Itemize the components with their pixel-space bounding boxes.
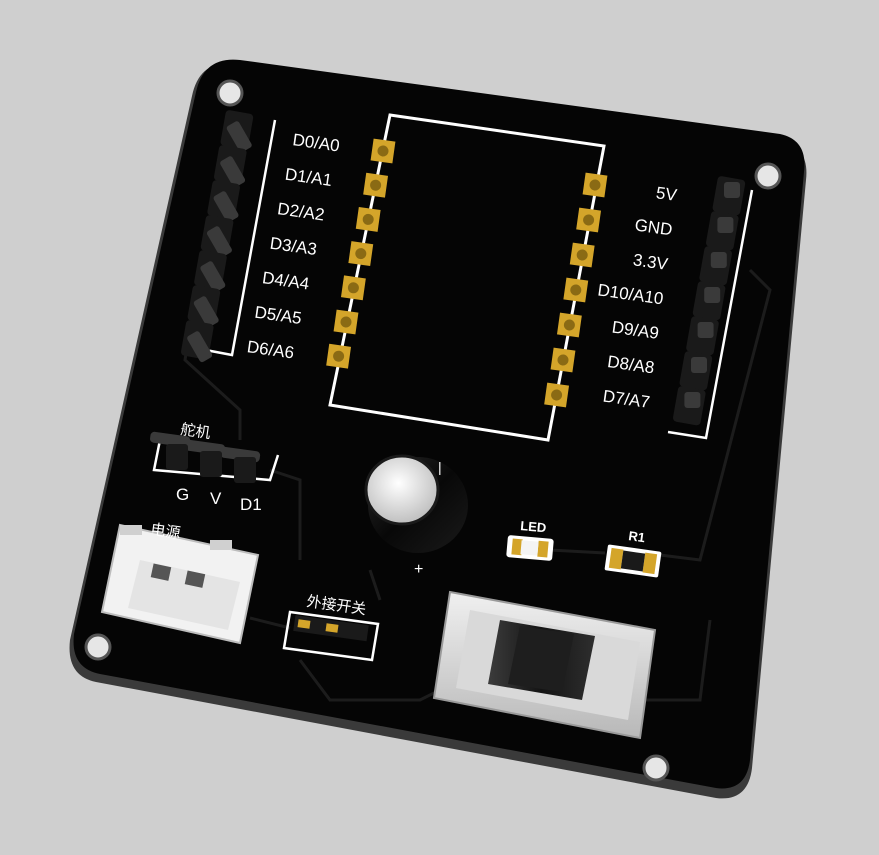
mcu-module-outline	[328, 113, 606, 442]
copper-traces	[183, 268, 772, 702]
capacitor-mark-top: |	[438, 459, 442, 475]
resistor-label: R1	[628, 528, 647, 545]
module-pad	[348, 241, 374, 267]
capacitor-mark-plus: +	[414, 561, 423, 578]
right-pin-label: 3.3V	[632, 250, 670, 274]
header-pin	[672, 386, 706, 426]
module-pad	[569, 242, 595, 268]
module-pad	[340, 275, 366, 301]
right-pin-header	[672, 176, 746, 426]
right-pin-label: 5V	[655, 183, 679, 205]
power-label: 电源	[149, 520, 181, 542]
servo-label: 舵机	[179, 420, 211, 442]
module-pad	[326, 343, 352, 369]
header-pin	[213, 145, 247, 188]
header-pin	[705, 211, 739, 251]
module-pad	[550, 347, 576, 373]
servo-pin-d1-label: D1	[240, 495, 262, 514]
resistor-r1	[604, 544, 662, 578]
header-pin	[679, 351, 713, 391]
module-pad	[544, 382, 570, 408]
header-pin	[220, 110, 254, 153]
left-pin-header	[180, 110, 254, 363]
module-pad	[333, 309, 359, 335]
left-module-pads	[326, 138, 396, 369]
header-pin	[712, 176, 746, 216]
right-header-outline	[667, 189, 754, 440]
mounting-holes	[84, 79, 782, 782]
servo-header	[150, 431, 280, 483]
servo-pin-v-label: V	[210, 489, 222, 508]
slide-switch	[432, 590, 657, 740]
electrolytic-capacitor	[364, 454, 468, 553]
led-label: LED	[520, 518, 547, 535]
module-pad	[370, 138, 396, 164]
external-switch-header	[282, 610, 380, 662]
module-pad	[576, 207, 602, 233]
module-pad	[355, 206, 381, 232]
module-pad	[563, 277, 589, 303]
right-module-pads	[544, 172, 608, 408]
pcb-board	[73, 59, 805, 789]
header-pin	[692, 281, 726, 321]
header-pin	[686, 316, 719, 356]
led-component	[506, 535, 554, 561]
header-pin	[194, 250, 227, 293]
servo-pin-g-label: G	[176, 485, 189, 504]
header-pin	[187, 285, 221, 328]
power-connector	[100, 523, 260, 645]
header-pin	[180, 320, 214, 363]
header-pin	[200, 215, 234, 258]
module-pad	[582, 172, 608, 198]
header-pin	[207, 180, 240, 223]
module-pad	[556, 312, 582, 338]
module-pad	[363, 172, 389, 198]
header-pin	[699, 246, 732, 286]
